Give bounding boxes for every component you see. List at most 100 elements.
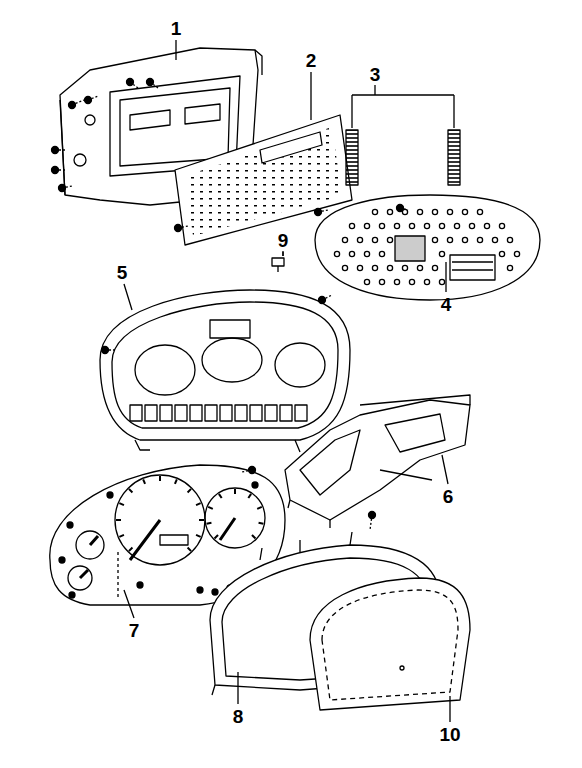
cluster-case bbox=[205, 405, 217, 421]
printed-board bbox=[372, 265, 377, 270]
printed-board bbox=[432, 265, 437, 270]
dial-face bbox=[259, 522, 264, 525]
connector-strip bbox=[346, 130, 358, 185]
printed-board bbox=[484, 223, 489, 228]
mounting-bracket bbox=[285, 400, 470, 520]
dial-face bbox=[69, 592, 75, 598]
bulb-socket bbox=[272, 258, 284, 266]
printed-board bbox=[315, 195, 540, 300]
printed-board bbox=[372, 237, 377, 242]
dial-face bbox=[188, 489, 192, 493]
printed-board bbox=[387, 209, 392, 214]
cluster-case bbox=[175, 405, 187, 421]
dial-face bbox=[119, 503, 124, 505]
screw bbox=[175, 225, 189, 232]
dial-face bbox=[252, 482, 258, 488]
connector-strip bbox=[346, 85, 460, 185]
bulb-socket bbox=[278, 252, 283, 272]
cluster-case bbox=[220, 405, 232, 421]
dial-face bbox=[129, 489, 133, 493]
dial-face bbox=[234, 489, 236, 494]
callout-number: 7 bbox=[129, 621, 140, 640]
printed-board bbox=[394, 279, 399, 284]
printed-board bbox=[417, 265, 422, 270]
printed-board bbox=[315, 195, 540, 300]
callout-number: 1 bbox=[171, 19, 182, 38]
printed-board bbox=[334, 251, 339, 256]
printed-board bbox=[394, 223, 399, 228]
screw bbox=[102, 347, 116, 354]
callout-number: 3 bbox=[370, 65, 381, 84]
printed-board bbox=[447, 237, 452, 242]
cluster-case bbox=[280, 405, 292, 421]
dial-face bbox=[175, 479, 177, 484]
dial-face bbox=[107, 492, 113, 498]
printed-board bbox=[387, 265, 392, 270]
dial-face bbox=[159, 476, 161, 481]
screw bbox=[52, 167, 66, 174]
printed-board bbox=[432, 237, 437, 242]
mounting-bracket bbox=[288, 500, 330, 528]
screw bbox=[319, 295, 333, 304]
printed-board bbox=[409, 279, 414, 284]
dial-face bbox=[212, 589, 218, 595]
connector-strip bbox=[352, 85, 454, 128]
printed-board bbox=[432, 209, 437, 214]
cluster-case bbox=[210, 320, 250, 338]
dial-face bbox=[160, 535, 188, 545]
printed-board bbox=[357, 237, 362, 242]
printed-board bbox=[387, 237, 392, 242]
callout-number: 8 bbox=[233, 707, 244, 726]
printed-board bbox=[452, 262, 493, 270]
screw bbox=[69, 100, 85, 109]
dial-face bbox=[219, 494, 222, 498]
cluster-case bbox=[130, 405, 142, 421]
printed-board bbox=[507, 237, 512, 242]
printed-board bbox=[424, 279, 429, 284]
printed-board bbox=[507, 265, 512, 270]
screw bbox=[52, 79, 409, 531]
printed-board bbox=[462, 209, 467, 214]
exploded-view bbox=[50, 40, 540, 722]
screw bbox=[322, 295, 332, 300]
cluster-case bbox=[265, 405, 277, 421]
screw bbox=[178, 226, 188, 228]
screw bbox=[150, 82, 158, 88]
screw bbox=[52, 147, 66, 154]
callout-number: 4 bbox=[441, 295, 452, 314]
screw bbox=[369, 512, 376, 531]
printed-board bbox=[349, 251, 354, 256]
printed-board bbox=[450, 255, 495, 280]
cluster-case bbox=[250, 405, 262, 421]
screw bbox=[315, 209, 329, 216]
printed-board bbox=[372, 209, 377, 214]
dial-face bbox=[119, 535, 124, 537]
printed-board bbox=[417, 209, 422, 214]
mounting-bracket bbox=[360, 395, 470, 480]
printed-board bbox=[402, 265, 407, 270]
dial-face bbox=[248, 494, 251, 498]
dial-face bbox=[59, 557, 65, 563]
printed-board bbox=[477, 209, 482, 214]
cluster-case bbox=[145, 405, 157, 421]
dial-face bbox=[137, 582, 143, 588]
screw bbox=[397, 205, 409, 212]
printed-board bbox=[409, 223, 414, 228]
cluster-case bbox=[100, 290, 350, 440]
screw bbox=[147, 79, 159, 89]
screw bbox=[127, 79, 139, 89]
rear-housing bbox=[85, 115, 95, 125]
screw bbox=[370, 515, 372, 530]
screw bbox=[55, 149, 65, 150]
dial-face bbox=[207, 522, 212, 525]
circuit-board bbox=[185, 127, 342, 236]
printed-board bbox=[439, 251, 444, 256]
cluster-case bbox=[100, 290, 350, 452]
dial-face bbox=[116, 519, 121, 521]
printed-board bbox=[477, 237, 482, 242]
cluster-case bbox=[275, 343, 325, 387]
printed-board bbox=[364, 223, 369, 228]
mounting-bracket bbox=[285, 395, 470, 528]
